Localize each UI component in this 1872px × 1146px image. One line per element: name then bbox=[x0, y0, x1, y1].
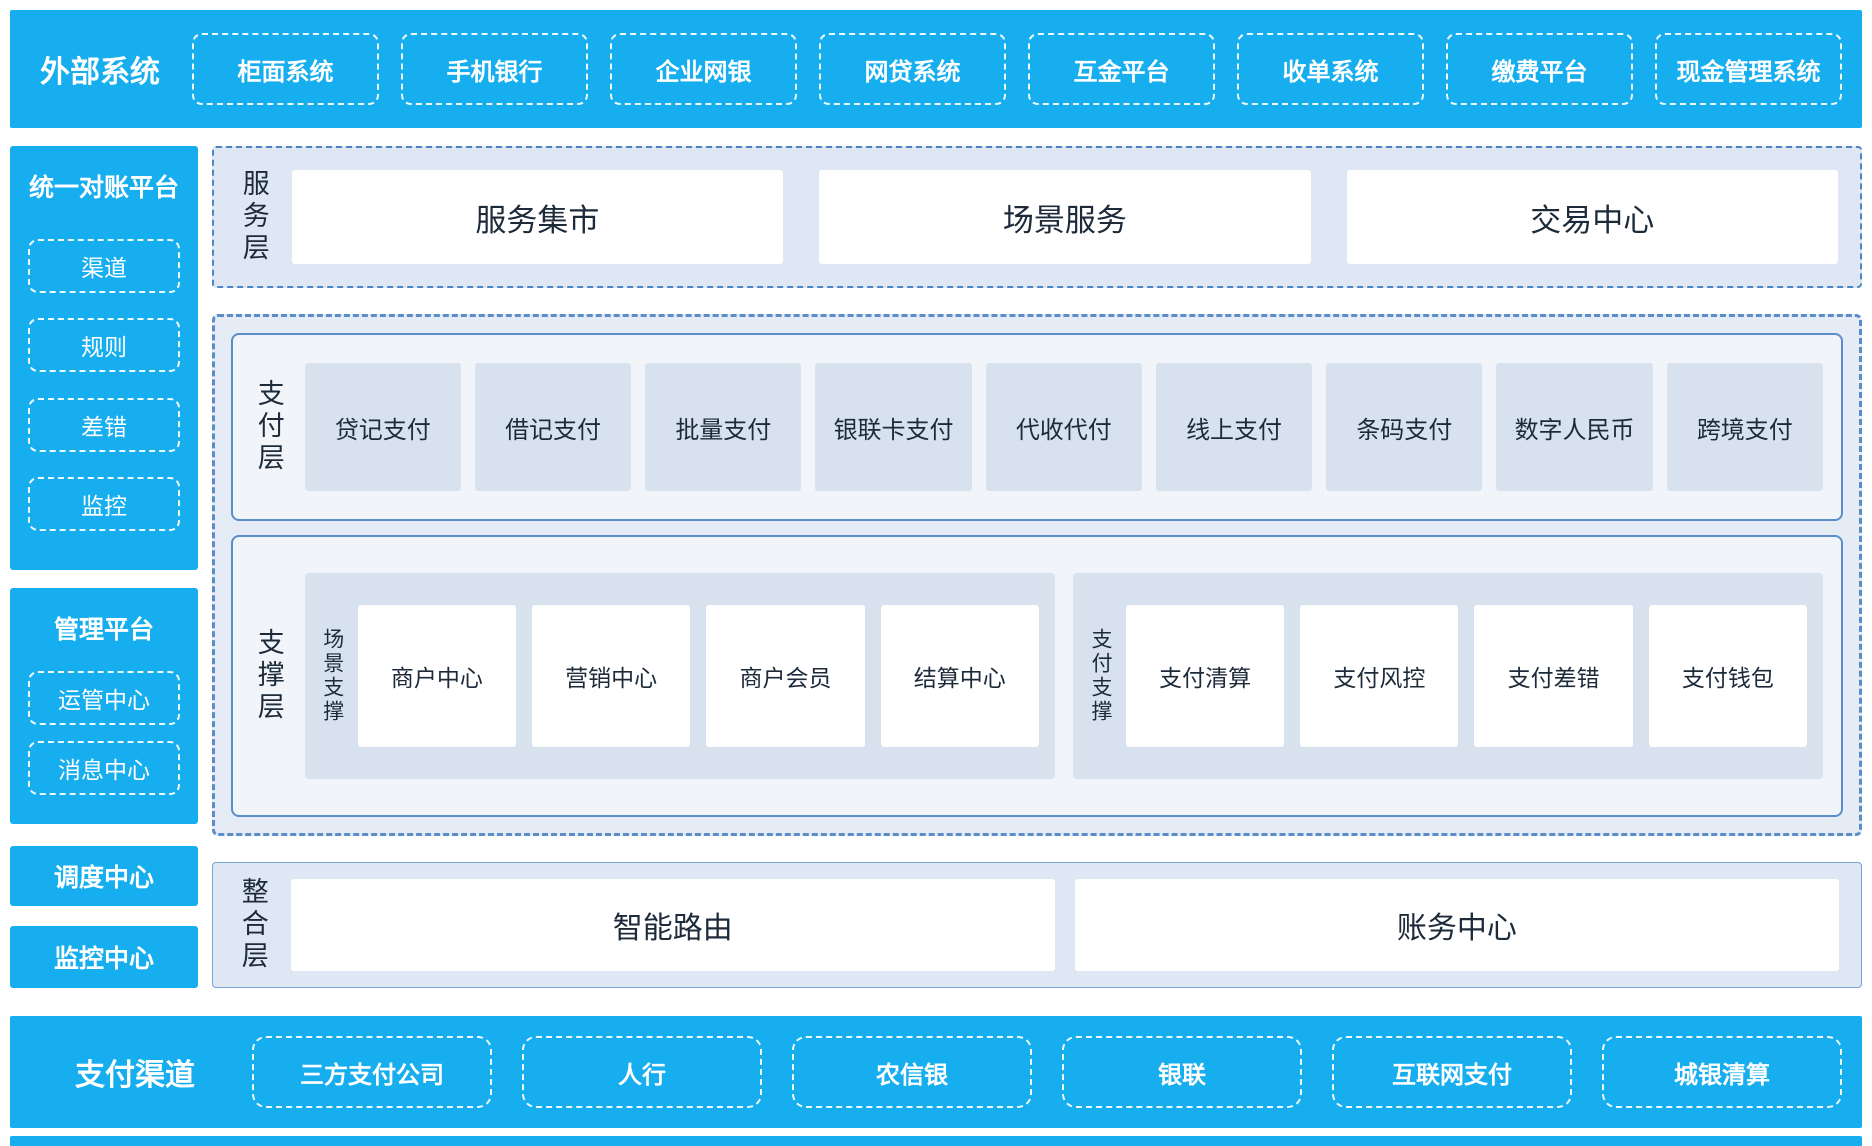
payment-layer-items: 贷记支付 借记支付 批量支付 银联卡支付 代收代付 线上支付 条码支付 数字人民… bbox=[304, 363, 1823, 491]
external-system-item: 企业网银 bbox=[610, 33, 797, 105]
service-box: 服务集市 bbox=[291, 170, 784, 264]
monitor-center-box: 监控中心 bbox=[10, 926, 198, 988]
scene-support-group: 场景支撑 商户中心 营销中心 商户会员 结算中心 bbox=[304, 573, 1055, 779]
payment-channels-banner: 支付渠道 三方支付公司 人行 农信银 银联 互联网支付 城银清算 bbox=[10, 1016, 1862, 1128]
integration-layer-label: 整合层 bbox=[237, 877, 268, 973]
integration-box: 智能路由 bbox=[290, 879, 1055, 971]
payment-support-item: 支付清算 bbox=[1125, 605, 1285, 747]
support-layer-groups: 场景支撑 商户中心 营销中心 商户会员 结算中心 支付支撑 支付清算 bbox=[304, 573, 1823, 779]
scene-support-label: 场景支撑 bbox=[320, 628, 344, 724]
external-system-item: 柜面系统 bbox=[192, 33, 379, 105]
reconciliation-platform-title: 统一对账平台 bbox=[28, 174, 179, 202]
management-platform-title: 管理平台 bbox=[53, 616, 154, 644]
integration-layer-boxes: 智能路由 账务中心 bbox=[290, 879, 1839, 971]
payment-item: 线上支付 bbox=[1155, 363, 1313, 491]
payment-item: 代收代付 bbox=[985, 363, 1142, 491]
support-layer-label: 支撑层 bbox=[253, 628, 284, 724]
support-layer-panel: 支撑层 场景支撑 商户中心 营销中心 商户会员 结算中心 bbox=[231, 535, 1843, 817]
payment-channel-item: 城银清算 bbox=[1602, 1036, 1842, 1108]
payment-channel-item: 农信银 bbox=[792, 1036, 1032, 1108]
scene-support-item: 商户中心 bbox=[357, 605, 517, 747]
scene-support-item: 结算中心 bbox=[880, 605, 1039, 747]
payment-channel-item: 银联 bbox=[1062, 1036, 1302, 1108]
service-box: 交易中心 bbox=[1346, 170, 1838, 264]
integration-layer-panel: 整合层 智能路由 账务中心 bbox=[212, 862, 1862, 988]
payment-support-label: 支付支撑 bbox=[1088, 628, 1112, 724]
scene-support-item: 商户会员 bbox=[706, 605, 865, 747]
integration-box: 账务中心 bbox=[1074, 879, 1839, 971]
payment-support-item: 支付风控 bbox=[1300, 605, 1459, 747]
reconciliation-platform-panel: 统一对账平台 渠道 规则 差错 监控 bbox=[10, 146, 198, 570]
external-system-item: 收单系统 bbox=[1237, 33, 1424, 105]
management-platform-panel: 管理平台 运管中心 消息中心 bbox=[10, 588, 198, 824]
management-item: 运管中心 bbox=[28, 671, 180, 726]
payment-support-item: 支付钱包 bbox=[1648, 605, 1807, 747]
payment-support-items: 支付清算 支付风控 支付差错 支付钱包 bbox=[1125, 605, 1807, 747]
bottom-strip bbox=[10, 1136, 1862, 1146]
external-system-item: 手机银行 bbox=[401, 33, 588, 105]
management-item: 消息中心 bbox=[28, 740, 180, 795]
service-layer-boxes: 服务集市 场景服务 交易中心 bbox=[291, 170, 1838, 264]
management-items: 运管中心 消息中心 bbox=[20, 656, 188, 810]
external-system-item: 网贷系统 bbox=[819, 33, 1006, 105]
service-layer-label: 服务层 bbox=[238, 169, 269, 265]
payment-item: 数字人民币 bbox=[1496, 363, 1653, 491]
payment-layer-label: 支付层 bbox=[253, 379, 284, 475]
reconciliation-item: 规则 bbox=[28, 318, 180, 373]
scene-support-items: 商户中心 营销中心 商户会员 结算中心 bbox=[357, 605, 1039, 747]
payment-item: 条码支付 bbox=[1326, 363, 1483, 491]
payment-channel-item: 人行 bbox=[522, 1036, 762, 1108]
payment-layer-panel: 支付层 贷记支付 借记支付 批量支付 银联卡支付 代收代付 线上支付 条码支付 … bbox=[231, 333, 1843, 521]
payment-item: 批量支付 bbox=[645, 363, 802, 491]
diagram-body: 统一对账平台 渠道 规则 差错 监控 管理平台 运管中心 消息中心 调度中心 监… bbox=[10, 146, 1862, 988]
reconciliation-item: 差错 bbox=[28, 397, 180, 452]
scene-support-item: 营销中心 bbox=[532, 605, 691, 747]
payment-channel-item: 三方支付公司 bbox=[252, 1036, 492, 1108]
main-column: 服务层 服务集市 场景服务 交易中心 支付层 贷记支付 借记支付 批量支付 银联… bbox=[212, 146, 1862, 988]
payment-item: 跨境支付 bbox=[1666, 363, 1823, 491]
payment-item: 银联卡支付 bbox=[815, 363, 972, 491]
payment-support-dashed-panel: 支付层 贷记支付 借记支付 批量支付 银联卡支付 代收代付 线上支付 条码支付 … bbox=[212, 314, 1862, 836]
service-layer-panel: 服务层 服务集市 场景服务 交易中心 bbox=[212, 146, 1862, 288]
service-box: 场景服务 bbox=[819, 170, 1311, 264]
reconciliation-item: 监控 bbox=[28, 476, 180, 531]
reconciliation-item: 渠道 bbox=[28, 239, 180, 294]
external-systems-items: 柜面系统 手机银行 企业网银 网贷系统 互金平台 收单系统 缴费平台 现金管理系… bbox=[192, 33, 1842, 105]
external-system-item: 现金管理系统 bbox=[1655, 33, 1842, 105]
payment-item: 贷记支付 bbox=[304, 363, 461, 491]
left-sidebar: 统一对账平台 渠道 规则 差错 监控 管理平台 运管中心 消息中心 调度中心 监… bbox=[10, 146, 198, 988]
external-system-item: 互金平台 bbox=[1028, 33, 1215, 105]
dispatch-center-box: 调度中心 bbox=[10, 846, 198, 906]
payment-support-item: 支付差错 bbox=[1474, 605, 1633, 747]
payment-channel-item: 互联网支付 bbox=[1332, 1036, 1572, 1108]
payment-channels-label: 支付渠道 bbox=[75, 1059, 195, 1092]
payment-channels-items: 三方支付公司 人行 农信银 银联 互联网支付 城银清算 bbox=[252, 1036, 1842, 1108]
payment-item: 借记支付 bbox=[474, 363, 632, 491]
external-systems-label: 外部系统 bbox=[40, 56, 160, 89]
reconciliation-items: 渠道 规则 差错 监控 bbox=[20, 214, 188, 556]
payment-support-group: 支付支撑 支付清算 支付风控 支付差错 支付钱包 bbox=[1072, 573, 1823, 779]
external-systems-banner: 外部系统 柜面系统 手机银行 企业网银 网贷系统 互金平台 收单系统 缴费平台 … bbox=[10, 10, 1862, 128]
external-system-item: 缴费平台 bbox=[1446, 33, 1633, 105]
